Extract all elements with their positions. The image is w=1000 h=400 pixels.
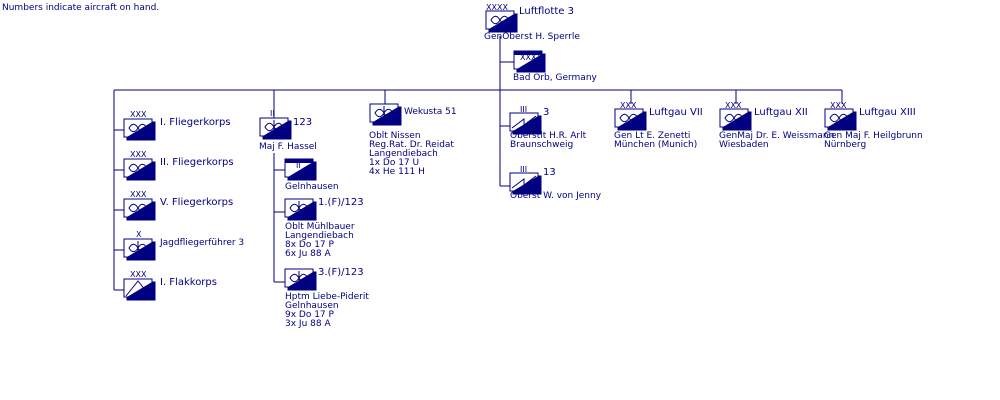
luftgau-1-name: Luftgau VII [649, 107, 703, 118]
wekusta-location: Langendiebach [369, 149, 438, 159]
luftgau-3-echelon: XXX [830, 101, 847, 110]
korps-5-name: I. Flakkorps [160, 277, 217, 288]
staffel-1-aircraft-1: 8x Do 17 P [285, 240, 334, 250]
luftgau-3-icon [824, 108, 857, 131]
hq-name: Luftflotte 3 [519, 6, 574, 17]
recon-icon [259, 117, 292, 140]
staffel-2-icon [284, 268, 317, 291]
staffel-1-icon [284, 198, 317, 221]
wekusta-commander-2: Reg.Rat. Dr. Reidat [369, 140, 454, 150]
luftflotte-icon [485, 10, 518, 33]
luftgau-3-commander: Gen Maj F. Heilgbrunn [824, 131, 923, 141]
korps-1-icon [123, 118, 156, 141]
legend-note: Numbers indicate aircraft on hand. [2, 3, 160, 13]
staffel-1-aircraft-2: 6x Ju 88 A [285, 249, 331, 259]
recon-hq-echelon: II [296, 161, 301, 170]
luftgau-2-icon [719, 108, 752, 131]
luftgau-1-icon [614, 108, 647, 131]
luftgau-1-location: München (Munich) [614, 140, 698, 150]
staffel-2-name: 3.(F)/123 [318, 267, 364, 278]
korps-2-echelon: XXX [130, 150, 147, 159]
staffel-2-aircraft-1: 9x Do 17 P [285, 310, 334, 320]
korps-1-name: I. Fliegerkorps [160, 117, 231, 128]
staffel-2-aircraft-2: 3x Ju 88 A [285, 319, 331, 329]
transport-2-number: 13 [543, 167, 556, 178]
recon-commander: Maj F. Hassel [259, 142, 317, 152]
korps-5-echelon: XXX [130, 270, 147, 279]
wekusta-name: Wekusta 51 [404, 107, 457, 117]
staffel-1-location: Langendiebach [285, 231, 354, 241]
korps-3-echelon: XXX [130, 190, 147, 199]
luftgau-1-commander: Gen Lt E. Zenetti [614, 131, 691, 141]
hq-location: Bad Orb, Germany [513, 73, 597, 83]
recon-echelon: II [270, 109, 275, 118]
recon-number: 123 [293, 117, 313, 128]
korps-5-icon [123, 278, 156, 301]
luftgau-3-location: Nürnberg [824, 140, 867, 150]
transport-1-commander: Oberstlt H.R. Arlt [510, 131, 587, 141]
hq-location-echelon: XXXX [520, 53, 542, 62]
connector-lines [113, 36, 843, 291]
staffel-2-commander: Hptm Liebe-Piderit [285, 292, 369, 302]
korps-1-echelon: XXX [130, 110, 147, 119]
korps-2-icon [123, 158, 156, 181]
hq-commander: GenOberst H. Sperrle [484, 32, 580, 42]
luftgau-2-commander: GenMaj Dr. E. Weissmann [719, 131, 835, 141]
luftgau-3-name: Luftgau XIII [859, 107, 916, 118]
korps-4-icon [123, 238, 156, 261]
wekusta-aircraft-2: 4x He 111 H [369, 167, 425, 177]
transport-1-location: Braunschweig [510, 140, 574, 150]
wekusta-commander: Oblt Nissen [369, 131, 421, 141]
luftgau-1-echelon: XXX [620, 101, 637, 110]
transport-1-echelon: III [520, 105, 527, 114]
wekusta-aircraft-1: 1x Do 17 U [369, 158, 420, 168]
korps-4-name: Jagdfliegerführer 3 [160, 238, 245, 248]
korps-2-name: II. Fliegerkorps [160, 157, 234, 168]
korps-4-echelon: X [136, 230, 142, 239]
recon-hq-location: Gelnhausen [285, 182, 339, 192]
luftgau-2-location: Wiesbaden [719, 140, 769, 150]
staffel-1-name: 1.(F)/123 [318, 197, 364, 208]
hq-echelon: XXXX [486, 3, 508, 12]
wekusta-icon [369, 103, 402, 126]
luftgau-2-echelon: XXX [725, 101, 742, 110]
korps-3-name: V. Fliegerkorps [160, 197, 234, 208]
staffel-1-commander: Oblt Mühlbauer [285, 222, 355, 232]
luftgau-2-name: Luftgau XII [754, 107, 808, 118]
staffel-2-location: Gelnhausen [285, 301, 339, 311]
transport-2-echelon: III [520, 165, 527, 174]
transport-2-commander: Oberst W. von Jenny [510, 191, 602, 201]
korps-3-icon [123, 198, 156, 221]
transport-1-number: 3 [543, 107, 550, 118]
